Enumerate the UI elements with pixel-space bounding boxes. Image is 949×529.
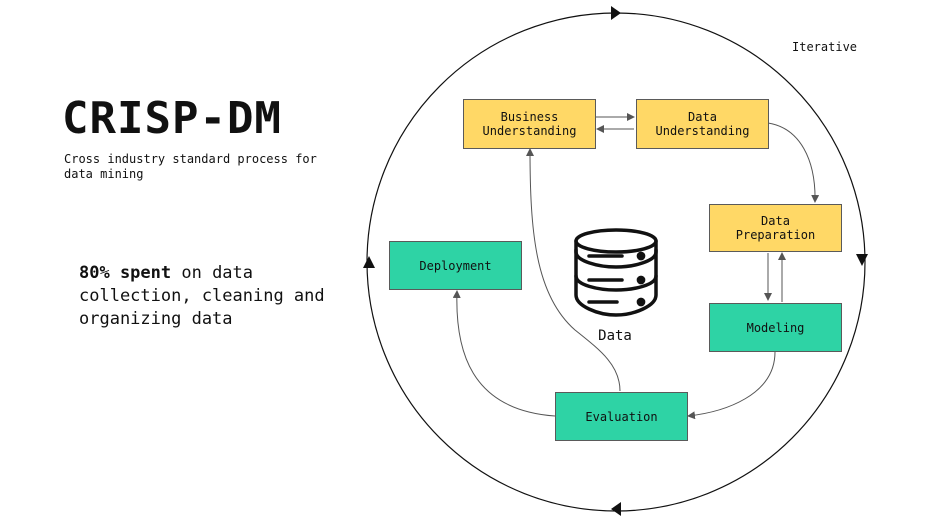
stat-strong: 80% spent: [79, 263, 172, 283]
page-subtitle: Cross industry standard process for data…: [64, 152, 317, 181]
phase-business-understanding: Business Understanding: [463, 99, 596, 149]
page-title: CRISP-DM: [62, 93, 282, 144]
cycle-arrow-right: [856, 254, 868, 266]
arrow-modeling-to-evaluation: [687, 351, 776, 420]
data-label: Data: [598, 328, 632, 344]
iterative-label: Iterative: [792, 40, 858, 54]
cycle-arrow-top: [611, 6, 621, 20]
arrow-data-understanding-to-preparation: [767, 122, 820, 203]
cycle-arrow-left: [363, 256, 375, 268]
phase-data-understanding: Data Understanding: [636, 99, 769, 149]
phase-deployment: Deployment: [389, 241, 522, 290]
stat-text: on data collection, cleaning and organiz…: [79, 263, 325, 329]
cycle-arrow-bottom: [611, 502, 621, 516]
arrow-evaluation-to-deployment: [452, 290, 556, 417]
phase-evaluation: Evaluation: [555, 392, 688, 441]
phase-data-preparation: Data Preparation: [709, 204, 842, 252]
stat-callout: 80% spent on data collection, cleaning a…: [79, 262, 349, 331]
phase-modeling: Modeling: [709, 303, 842, 352]
arrow-evaluation-to-business: [526, 148, 621, 392]
database-icon: [574, 228, 658, 317]
